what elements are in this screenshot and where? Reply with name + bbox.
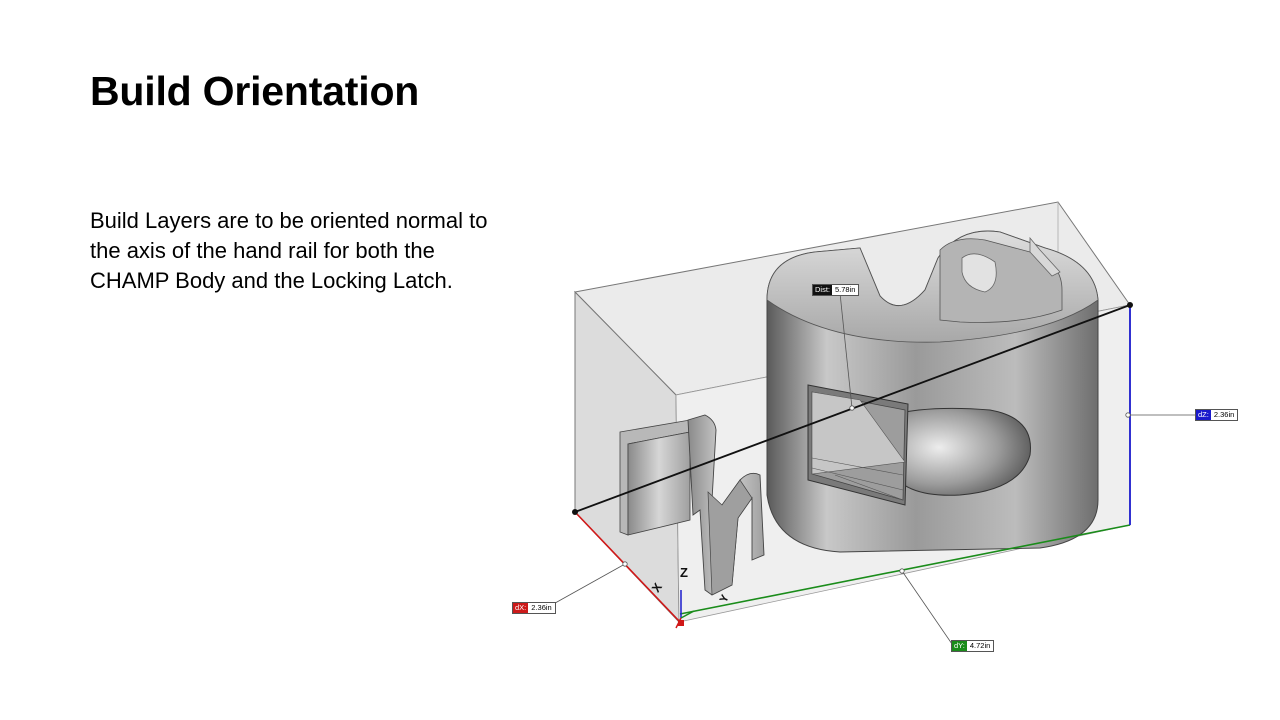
dz-dimension-tag: dZ: 2.36in [1195, 409, 1239, 421]
body-line-2: the axis of the hand rail for both the [90, 238, 435, 263]
slide-title: Build Orientation [90, 68, 420, 114]
dy-tag-label: dY: [952, 641, 967, 651]
dist-tag-label: Dist: [813, 285, 832, 295]
dx-dimension-tag: dX: 2.36in [512, 602, 556, 614]
dz-tag-label: dZ: [1196, 410, 1211, 420]
dy-edge-line [679, 524, 1131, 615]
dist-tag-value: 5.78in [832, 285, 859, 295]
dx-tag-label: dX: [513, 603, 529, 613]
dx-tag-value: 2.36in [528, 603, 555, 613]
body-text: Build Layers are to be oriented normal t… [90, 206, 540, 296]
callout-leaders [547, 292, 1197, 645]
body-line-1: Build Layers are to be oriented normal t… [90, 208, 488, 233]
dx-edge-line [574, 511, 681, 623]
champ-body-model [766, 230, 1099, 553]
locking-latch-model [619, 414, 765, 596]
dist-dimension-tag: Dist: 5.78in [812, 284, 860, 296]
body-line-3: CHAMP Body and the Locking Latch. [90, 268, 453, 293]
dz-tag-value: 2.36in [1210, 410, 1238, 420]
axis-label-z: Z [680, 565, 688, 580]
dy-dimension-tag: dY: 4.72in [951, 640, 995, 652]
dy-tag-value: 4.72in [966, 641, 994, 651]
